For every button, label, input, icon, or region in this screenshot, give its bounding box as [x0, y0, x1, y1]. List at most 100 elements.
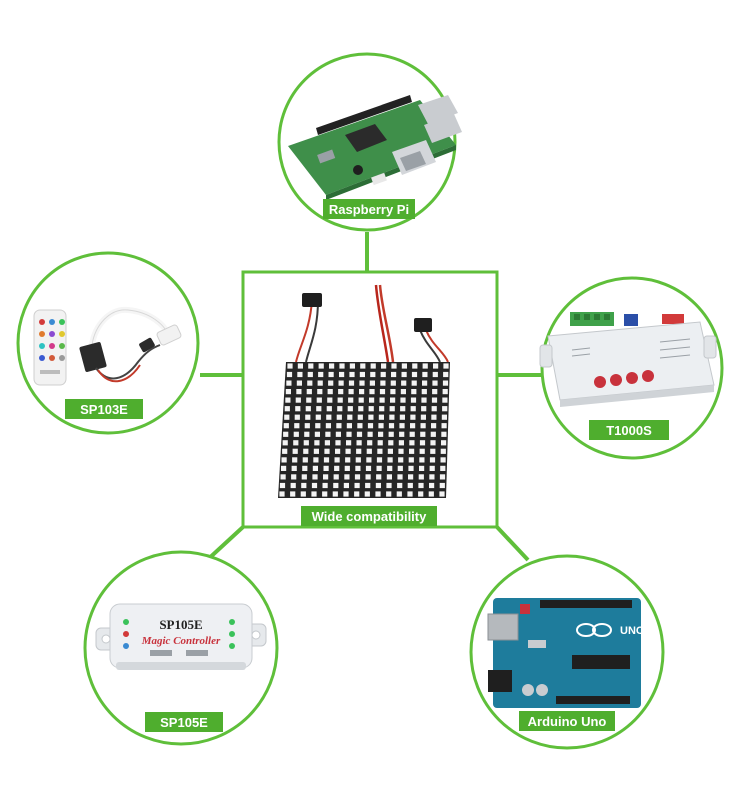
led-cell [411, 371, 418, 378]
led-cell [367, 431, 373, 437]
led-cell [380, 380, 386, 386]
led-cell [359, 371, 365, 378]
led-cell [282, 448, 288, 454]
led-cell [442, 380, 449, 386]
led-cell [388, 423, 395, 429]
led-cell [368, 406, 374, 412]
led-cell [301, 482, 307, 489]
led-cell [369, 380, 375, 386]
sp105e-device-subtitle: Magic Controller [141, 635, 221, 647]
led-cell [429, 465, 435, 471]
led-cell [429, 474, 435, 480]
led-cell [307, 371, 313, 378]
led-cell [346, 440, 352, 446]
led-cell [421, 406, 427, 412]
led-cell [443, 363, 449, 369]
led-cell [381, 363, 387, 369]
t1000s-label-badge [589, 420, 669, 440]
led-cell [397, 474, 403, 480]
led-cell [323, 457, 330, 463]
led-cell [284, 406, 290, 412]
led-cell [293, 440, 299, 446]
led-cell [422, 380, 428, 386]
led-cell [419, 457, 425, 463]
led-cell [421, 389, 427, 395]
led-cell [389, 406, 395, 412]
t1000s-button [594, 376, 606, 388]
led-cell [305, 414, 311, 420]
led-cell [440, 448, 446, 454]
led-cell [347, 414, 353, 420]
led-cell [345, 457, 351, 463]
t1000s-button [642, 370, 654, 382]
led-cell [408, 457, 414, 463]
led-cell [335, 431, 341, 437]
led-cell [431, 406, 437, 412]
led-cell [378, 414, 384, 420]
led-cell [317, 380, 323, 386]
led-cell [302, 465, 308, 471]
led-cell [400, 389, 406, 395]
led-cell [359, 380, 365, 386]
led-cell [290, 491, 296, 497]
led-cell [409, 448, 415, 454]
led-cell [348, 397, 354, 403]
led-cell [314, 431, 320, 437]
led-cell [439, 491, 445, 497]
center-label: Wide compatibility [312, 509, 427, 524]
led-cell [300, 491, 306, 497]
led-cell [428, 491, 434, 497]
sp105e-node: SP105E Magic Controller SP105E [83, 550, 279, 746]
led-cell [391, 363, 397, 369]
led-cell [380, 371, 386, 378]
led-cell [420, 431, 426, 437]
led-cell [302, 457, 308, 463]
t1000s-label: T1000S [606, 423, 652, 438]
led-cell [297, 371, 303, 378]
led-cell [420, 423, 426, 429]
led-cell [333, 482, 339, 489]
led-cell [421, 397, 427, 403]
led-cell [304, 431, 310, 437]
led-cell [292, 448, 298, 454]
led-cell [441, 440, 447, 446]
led-cell [290, 482, 296, 489]
led-cell [294, 414, 300, 420]
led-cell [398, 457, 404, 463]
led-cell [297, 363, 303, 369]
led-cell [334, 457, 340, 463]
led-cell [439, 482, 445, 489]
led-cell [420, 414, 426, 420]
led-cell [419, 448, 425, 454]
led-cell [323, 465, 329, 471]
led-cell [326, 406, 332, 412]
led-cell [418, 491, 424, 497]
led-cell [370, 371, 376, 378]
led-cell [368, 414, 374, 420]
raspberry-pi-node: Raspberry Pi [277, 52, 462, 232]
led-cell [419, 440, 426, 446]
led-cell [295, 397, 301, 403]
led-cell [292, 457, 298, 463]
led-cell [303, 440, 309, 446]
led-cell [410, 406, 416, 412]
led-cell [430, 448, 436, 454]
led-cell [410, 414, 416, 420]
led-cell [388, 431, 394, 437]
led-cell [397, 482, 403, 489]
led-cell [370, 363, 376, 369]
led-cell [398, 440, 404, 446]
led-cell [311, 491, 317, 497]
led-cell [376, 474, 382, 480]
led-cell [357, 414, 363, 420]
led-cell [432, 371, 438, 378]
led-cell [282, 440, 288, 446]
led-cell [390, 389, 396, 395]
led-cell [286, 380, 292, 386]
led-cell [286, 371, 293, 378]
led-cell [316, 406, 322, 412]
led-cell [399, 414, 405, 420]
led-cell [429, 457, 436, 463]
